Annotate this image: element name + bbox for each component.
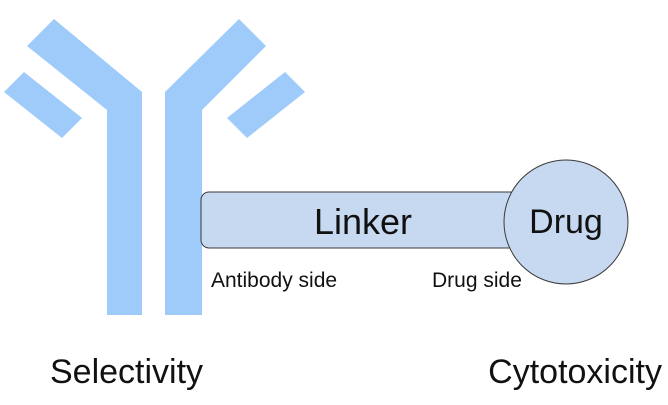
drug-label: Drug — [529, 203, 603, 241]
drug-side-label: Drug side — [432, 269, 522, 292]
antibody-heavy-chain-right — [165, 19, 266, 315]
antibody — [4, 19, 305, 315]
cytotoxicity-label: Cytotoxicity — [488, 353, 662, 391]
antibody-light-chain-left — [4, 72, 82, 138]
antibody-side-label: Antibody side — [211, 269, 337, 292]
antibody-light-chain-right — [227, 72, 305, 138]
selectivity-label: Selectivity — [50, 353, 203, 391]
linker-label: Linker — [314, 201, 412, 242]
drug-circle — [503, 159, 629, 285]
antibody-heavy-chain-left — [27, 19, 142, 315]
